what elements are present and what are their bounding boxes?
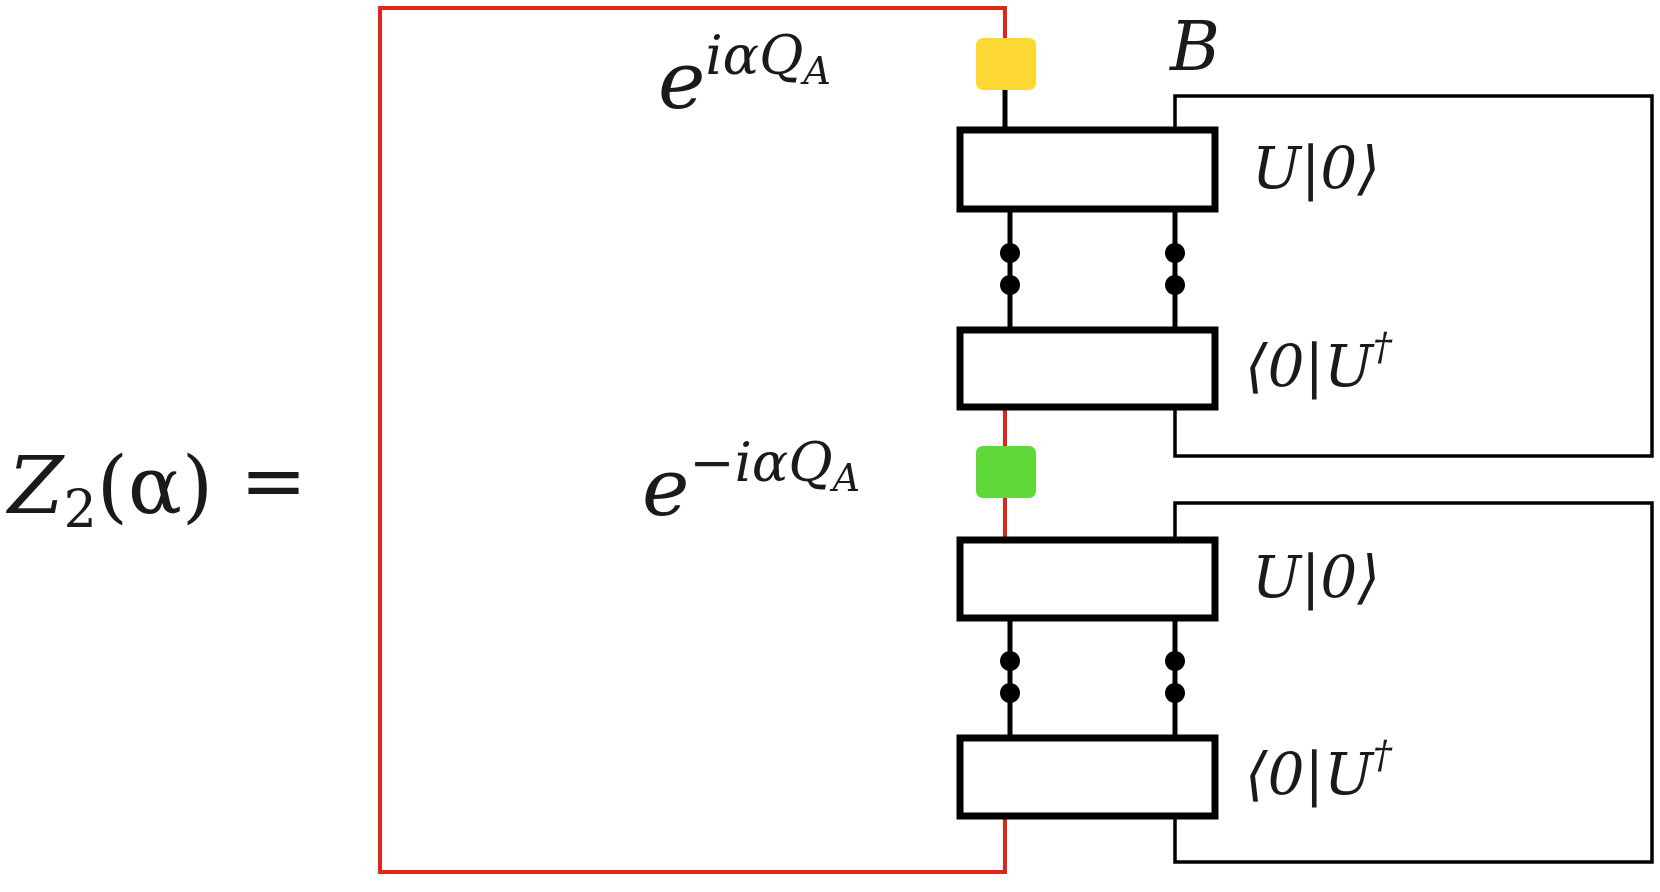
- label-top-phase: eiαQA: [658, 24, 831, 127]
- lhs-symbol: Z: [5, 439, 65, 532]
- trace-loop-B-lower: [1173, 501, 1654, 864]
- gate-bra-Udagger-1: [956, 326, 1219, 411]
- gate-bra-Udagger-2: [956, 734, 1219, 820]
- svg-text:Z2(α): Z2(α): [5, 439, 213, 540]
- phase-gate-top: [976, 38, 1036, 90]
- legs-upper-replica: [1000, 212, 1185, 330]
- label-gate-U-ket-1: U|0⟩: [1252, 134, 1380, 202]
- contraction-dot: [1000, 683, 1020, 703]
- label-gate-bra-Udagger-1: ⟨0|U†: [1245, 325, 1393, 400]
- label-gate-U-ket-2: U|0⟩: [1252, 543, 1380, 611]
- contraction-dot: [1165, 275, 1185, 295]
- contraction-dot: [1000, 275, 1020, 295]
- phase-gate-bottom: [976, 446, 1036, 498]
- gate-U-ket-2: [956, 536, 1219, 622]
- subsystem-A-loop: [378, 6, 1007, 874]
- contraction-dot: [1000, 243, 1020, 263]
- lhs-subscript: 2: [64, 480, 97, 540]
- lhs-argument: (α): [97, 439, 213, 532]
- contraction-dot: [1165, 651, 1185, 671]
- contraction-dot: [1000, 651, 1020, 671]
- trace-loop-B-upper: [1173, 94, 1654, 458]
- contraction-dot: [1165, 243, 1185, 263]
- label-bottom-phase: e−iαQA: [642, 431, 860, 534]
- gate-U-ket-1: [956, 126, 1219, 213]
- contraction-dot: [1165, 683, 1185, 703]
- legs-lower-replica: [1000, 621, 1185, 738]
- lhs-equals: =: [240, 434, 307, 527]
- label-subsystem-B: B: [1168, 8, 1220, 87]
- lhs-equation: Z2(α) =: [5, 434, 307, 540]
- label-gate-bra-Udagger-2: ⟨0|U†: [1245, 733, 1393, 808]
